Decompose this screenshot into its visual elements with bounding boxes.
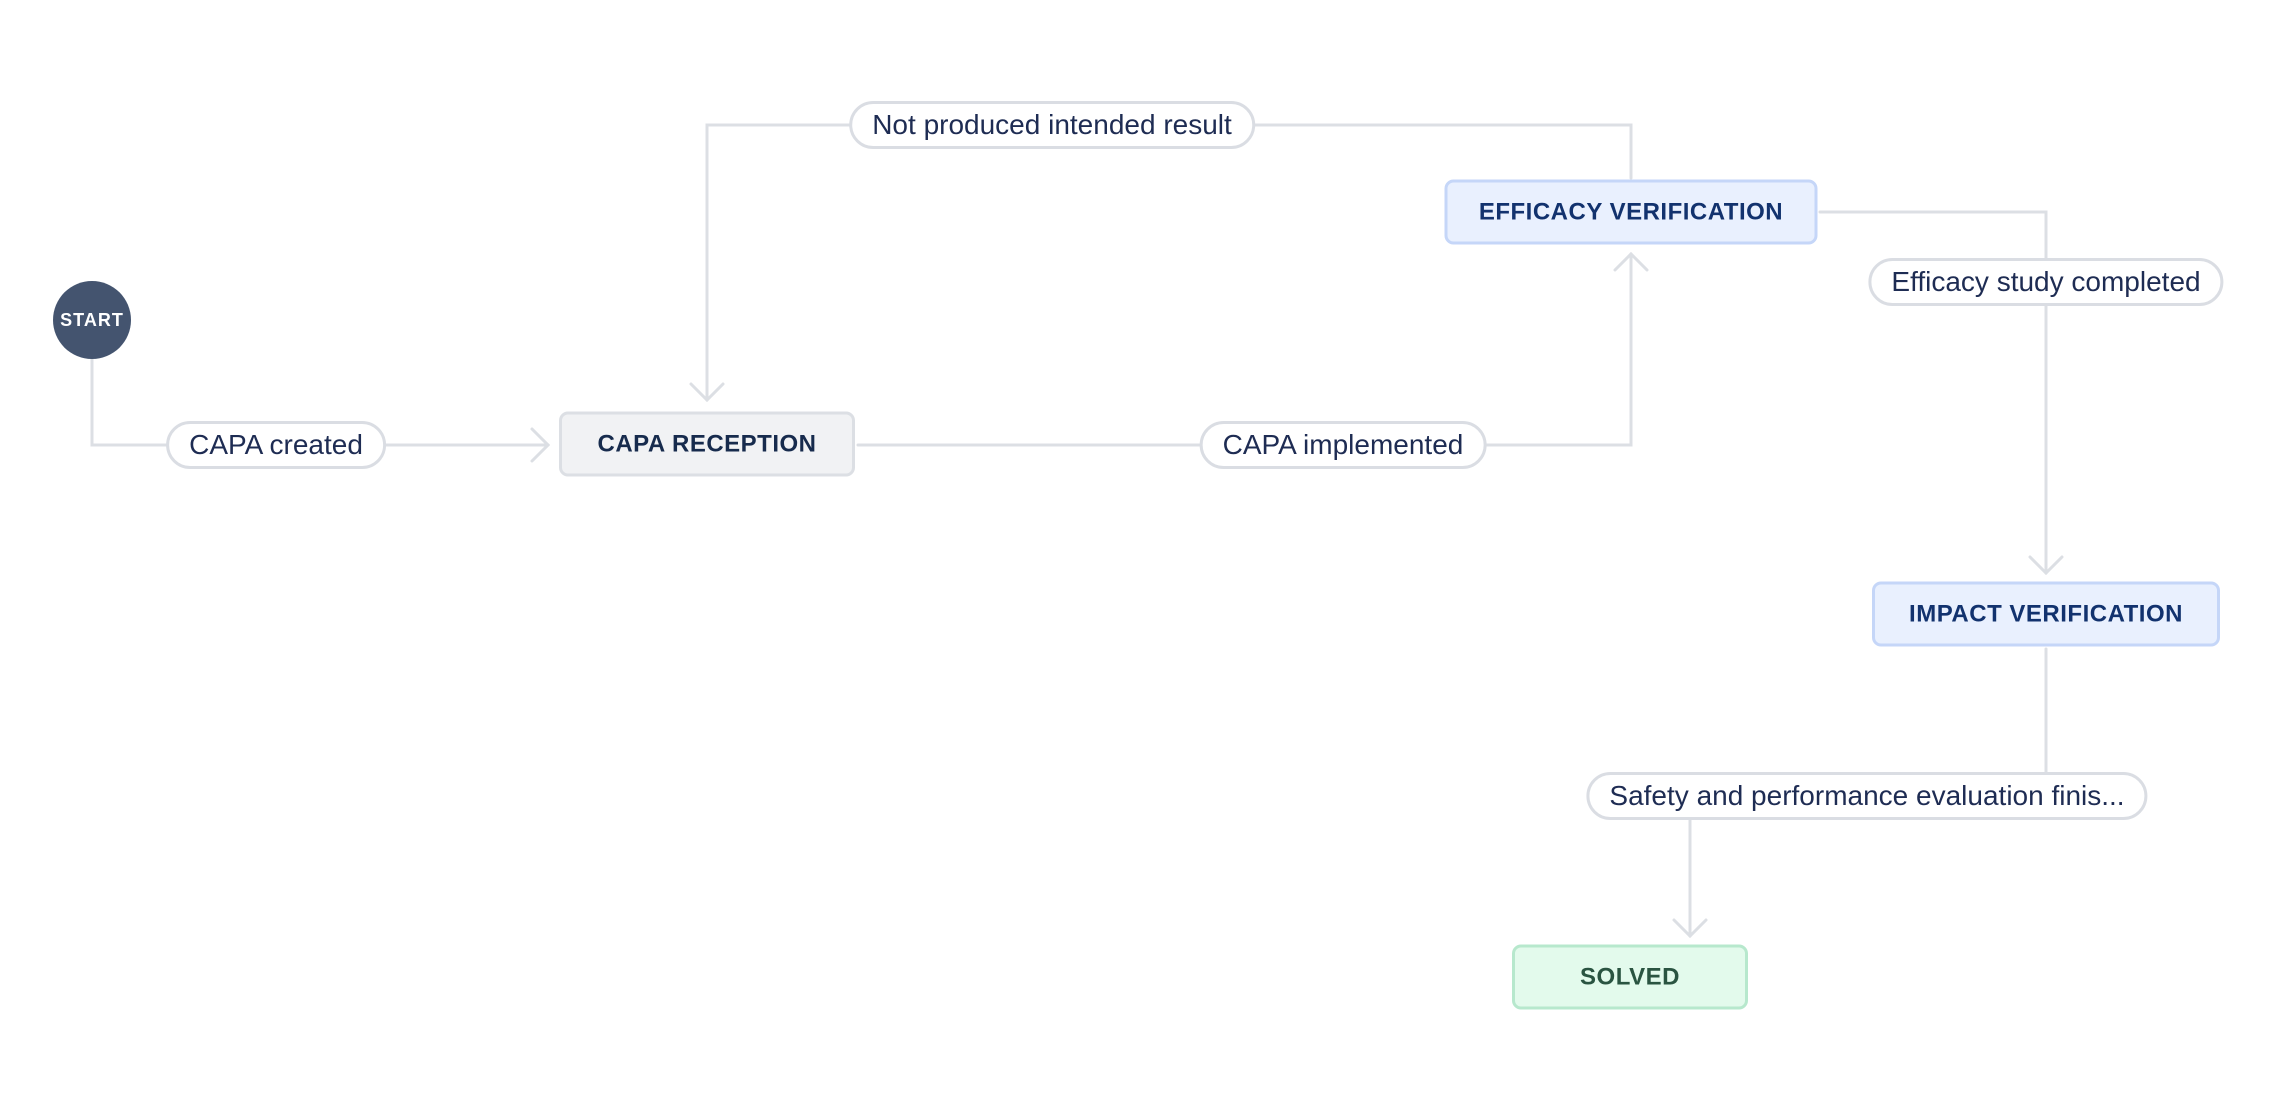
transition-label-not-produced-intended-result[interactable]: Not produced intended result: [849, 101, 1255, 149]
status-solved[interactable]: SOLVED: [1512, 944, 1748, 1010]
transition-label-text: Safety and performance evaluation finis.…: [1609, 780, 2125, 811]
arrowhead-down-icon: [1672, 918, 1708, 939]
status-capa-reception[interactable]: CAPA RECEPTION: [559, 411, 855, 477]
transition-label-safety-performance-evaluation[interactable]: Safety and performance evaluation finis.…: [1586, 772, 2148, 820]
start-node[interactable]: START: [53, 281, 131, 359]
status-impact-verification[interactable]: IMPACT VERIFICATION: [1872, 581, 2220, 647]
transition-label-capa-implemented[interactable]: CAPA implemented: [1199, 421, 1487, 469]
transition-label-capa-created[interactable]: CAPA created: [166, 421, 386, 469]
status-label-text: SOLVED: [1580, 963, 1680, 990]
arrowhead-up-icon: [1613, 251, 1649, 272]
arrowhead-down-icon: [2028, 555, 2064, 576]
transition-label-text: CAPA implemented: [1222, 429, 1464, 460]
status-label-text: IMPACT VERIFICATION: [1909, 600, 2183, 627]
status-label-text: EFFICACY VERIFICATION: [1478, 198, 1784, 225]
edge-efficacy-verification-to-capa-reception: [689, 123, 1633, 403]
arrowhead-down-icon: [689, 382, 725, 403]
status-efficacy-verification[interactable]: EFFICACY VERIFICATION: [1444, 179, 1818, 245]
arrowhead-right-icon: [530, 427, 551, 463]
transition-label-text: Not produced intended result: [872, 109, 1232, 140]
transition-label-efficacy-study-completed[interactable]: Efficacy study completed: [1868, 258, 2224, 306]
transition-label-text: CAPA created: [189, 429, 363, 460]
edge-capa-reception-to-efficacy-verification: [856, 251, 1649, 447]
start-node-label: START: [60, 309, 124, 330]
transition-label-text: Efficacy study completed: [1891, 266, 2201, 297]
status-label-text: CAPA RECEPTION: [597, 430, 817, 457]
